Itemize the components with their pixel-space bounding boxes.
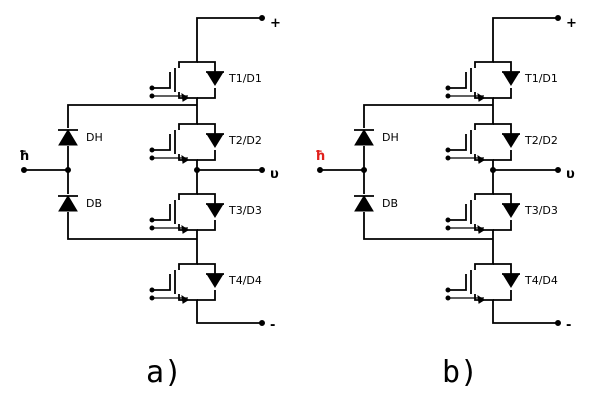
igbt-diode-cell-4 [149, 253, 225, 311]
output-node [194, 167, 200, 173]
switch-label-2: T2/D2 [228, 134, 262, 147]
diode-db-label: DB [86, 197, 102, 210]
negative-terminal-label: - [270, 318, 275, 333]
clamp-top-wire [67, 104, 197, 128]
clamp-top-wire [363, 104, 493, 128]
output-terminal-label: υ [270, 167, 279, 182]
diode-db-symbol [354, 195, 374, 212]
output-terminal-node [259, 167, 265, 173]
switch-label-3: T3/D3 [228, 204, 262, 217]
diode-db-label: DB [382, 197, 398, 210]
figure-caption: a) [146, 355, 182, 390]
diode-db-symbol [58, 195, 78, 212]
switch-label-4: T4/D4 [228, 274, 262, 287]
positive-rail [196, 17, 262, 52]
output-node [490, 167, 496, 173]
diode-dh-symbol [58, 129, 78, 146]
igbt-diode-cell-3 [149, 183, 225, 241]
igbt-diode-cell-2 [445, 113, 521, 171]
diode-dh-symbol [354, 129, 374, 146]
output-terminal-node [555, 167, 561, 173]
switch-label-4: T4/D4 [524, 274, 558, 287]
switch-label-1: T1/D1 [524, 72, 558, 85]
negative-node [259, 320, 265, 326]
igbt-diode-cell-3 [445, 183, 521, 241]
negative-rail [196, 310, 262, 324]
output-terminal-label: υ [566, 167, 575, 182]
negative-rail [492, 310, 558, 324]
negative-node [555, 320, 561, 326]
neutral-terminal-label: ħ [19, 149, 29, 164]
figure-caption: b) [442, 355, 478, 390]
igbt-diode-cell-4 [445, 253, 521, 311]
negative-terminal-label: - [566, 318, 571, 333]
positive-terminal-label: + [270, 16, 281, 31]
neutral-node [317, 167, 323, 173]
positive-terminal-label: + [566, 16, 577, 31]
igbt-diode-cell-1 [149, 51, 225, 109]
switch-label-1: T1/D1 [228, 72, 262, 85]
neutral-junction [361, 167, 367, 173]
neutral-node [21, 167, 27, 173]
neutral-junction [65, 167, 71, 173]
positive-node [555, 15, 561, 21]
clamp-bottom-wire [363, 212, 493, 240]
positive-node [259, 15, 265, 21]
switch-label-2: T2/D2 [524, 134, 558, 147]
diode-dh-label: DH [86, 131, 103, 144]
neutral-terminal-label: ħ [315, 149, 325, 164]
clamp-bottom-wire [67, 212, 197, 240]
igbt-diode-cell-2 [149, 113, 225, 171]
igbt-diode-cell-1 [445, 51, 521, 109]
diode-dh-label: DH [382, 131, 399, 144]
switch-label-3: T3/D3 [524, 204, 558, 217]
positive-rail [492, 17, 558, 52]
